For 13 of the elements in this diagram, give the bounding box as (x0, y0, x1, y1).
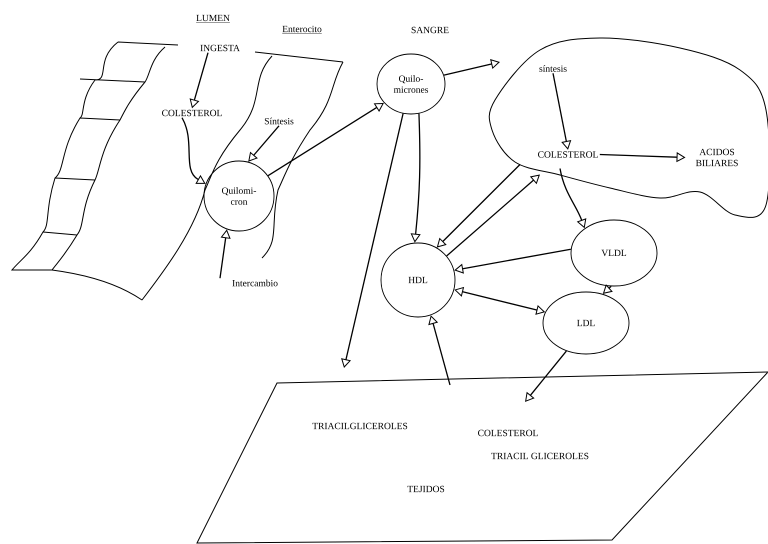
process-label: COLESTEROL (538, 151, 598, 158)
arrow (446, 174, 540, 256)
process-label: ACIDOS BILIARES (696, 148, 738, 166)
process-label: Intercambio (232, 280, 278, 286)
process-label: INGESTA (200, 44, 240, 52)
arrow (268, 102, 384, 176)
region-heading: Enterocito (282, 26, 322, 34)
process-label: síntesis (539, 65, 567, 72)
region-heading: LUMEN (196, 14, 230, 23)
process-label: COLESTEROL (162, 110, 222, 116)
arrow (525, 350, 567, 402)
region-heading: SANGRE (412, 26, 449, 34)
process-label: Síntesis (264, 118, 294, 124)
